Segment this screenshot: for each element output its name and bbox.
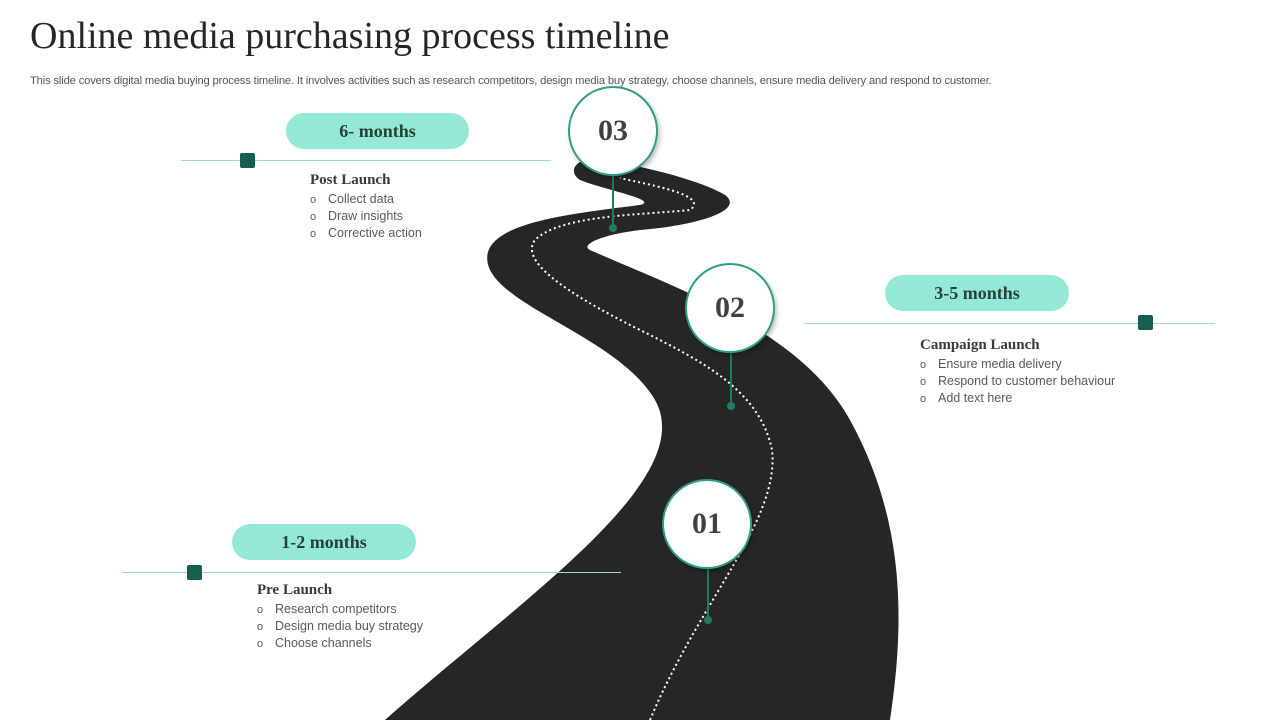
list-item-text: Choose channels bbox=[275, 636, 372, 650]
heading-pre-launch: Pre Launch bbox=[257, 582, 333, 598]
list-item: o Design media buy strategy bbox=[257, 618, 423, 635]
marker-square-campaign-launch bbox=[1138, 315, 1153, 330]
connector-dot-02 bbox=[727, 402, 735, 410]
page-title: Online media purchasing process timeline bbox=[30, 15, 670, 57]
bullet-icon: o bbox=[920, 359, 927, 371]
list-item: o Respond to customer behaviour bbox=[920, 373, 1115, 390]
timeline-line-pre-launch bbox=[122, 572, 621, 573]
list-item-text: Collect data bbox=[328, 192, 395, 206]
bullet-icon: o bbox=[920, 376, 927, 388]
marker-square-pre-launch bbox=[187, 565, 202, 580]
period-pill-post-launch: 6- months bbox=[286, 113, 469, 149]
list-item: o Corrective action bbox=[310, 225, 422, 242]
list-item-text: Draw insights bbox=[328, 209, 404, 223]
list-item-text: Respond to customer behaviour bbox=[938, 374, 1116, 388]
bullet-icon: o bbox=[257, 621, 264, 633]
timeline-line-campaign-launch bbox=[804, 323, 1215, 324]
connector-dot-01 bbox=[704, 616, 712, 624]
list-item: o Ensure media delivery bbox=[920, 356, 1115, 373]
period-pill-campaign-launch: 3-5 months bbox=[885, 275, 1069, 311]
milestone-circle-03: 03 bbox=[568, 86, 658, 176]
road-center-line bbox=[530, 177, 774, 720]
bullet-icon: o bbox=[257, 604, 264, 616]
road-shape bbox=[385, 159, 899, 720]
timeline-line-post-launch bbox=[181, 160, 551, 161]
bullet-icon: o bbox=[310, 211, 317, 223]
list-item: o Collect data bbox=[310, 191, 422, 208]
list-item-text: Corrective action bbox=[328, 226, 422, 240]
list-item-text: Design media buy strategy bbox=[275, 619, 423, 633]
list-item: o Draw insights bbox=[310, 208, 422, 225]
text-block-campaign-launch: Campaign Launch o Ensure media delivery o… bbox=[920, 337, 1115, 407]
bullet-icon: o bbox=[257, 638, 264, 650]
marker-square-post-launch bbox=[240, 153, 255, 168]
bullet-icon: o bbox=[310, 194, 317, 206]
bullet-icon: o bbox=[310, 228, 317, 240]
list-item: o Research competitors bbox=[257, 601, 423, 618]
page-subtitle: This slide covers digital media buying p… bbox=[30, 75, 992, 87]
heading-campaign-launch: Campaign Launch bbox=[920, 337, 1040, 353]
list-item: o Choose channels bbox=[257, 635, 423, 652]
list-item-text: Ensure media delivery bbox=[938, 357, 1062, 371]
connector-dot-03 bbox=[609, 224, 617, 232]
list-item-text: Research competitors bbox=[275, 602, 397, 616]
heading-post-launch: Post Launch bbox=[310, 172, 391, 188]
period-pill-pre-launch: 1-2 months bbox=[232, 524, 416, 560]
list-item: o Add text here bbox=[920, 390, 1115, 407]
bullet-icon: o bbox=[920, 393, 927, 405]
list-item-text: Add text here bbox=[938, 391, 1013, 405]
milestone-circle-02: 02 bbox=[685, 263, 775, 353]
milestone-circle-01: 01 bbox=[662, 479, 752, 569]
